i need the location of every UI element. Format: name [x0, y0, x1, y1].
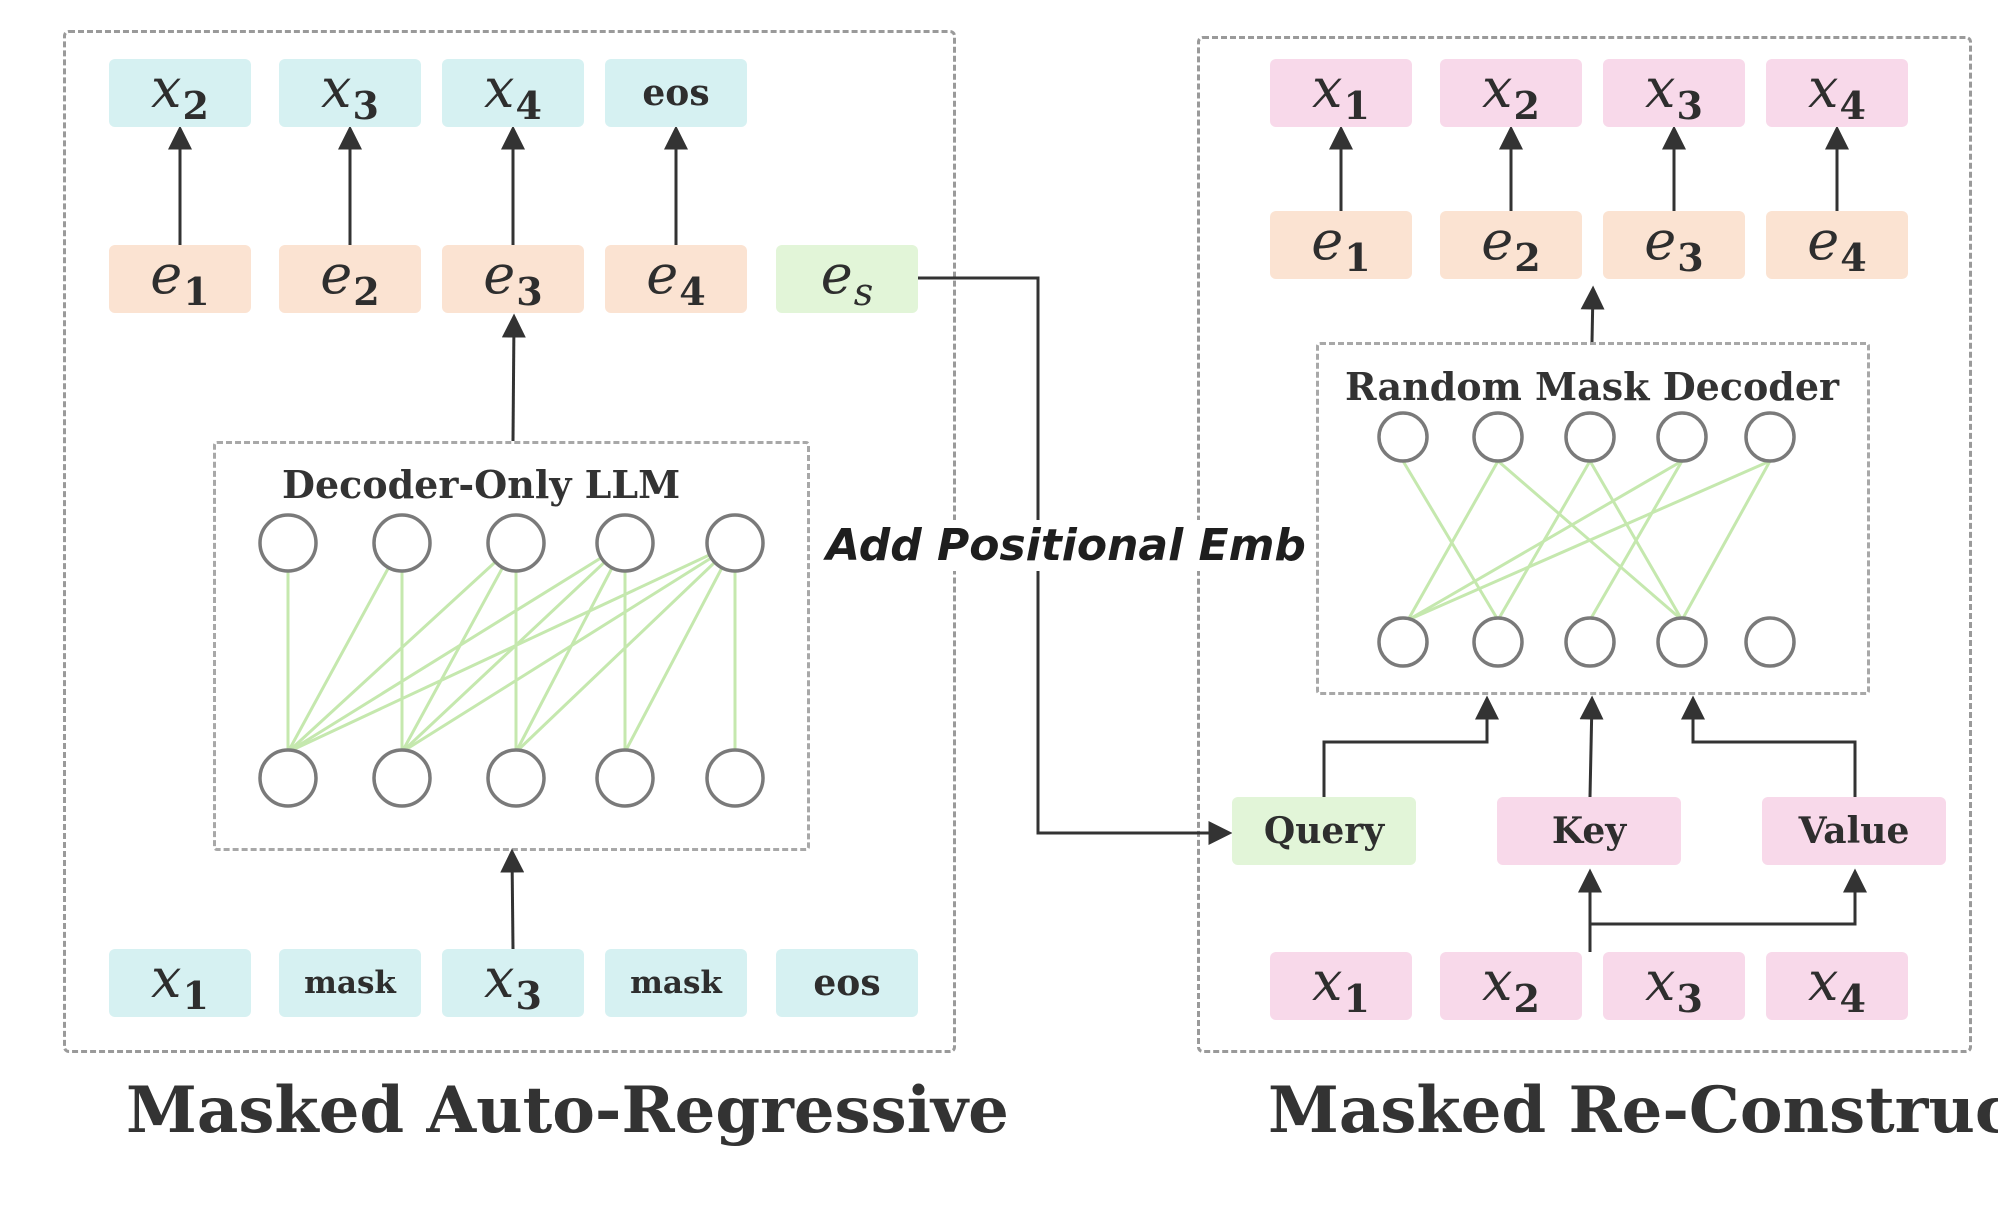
- right-embedding-token: e4: [1766, 211, 1908, 279]
- right-input-token: x4: [1766, 952, 1908, 1020]
- key-token: Key: [1497, 797, 1681, 865]
- right-embedding-token: e1: [1270, 211, 1412, 279]
- left-embedding-token: e1: [109, 245, 251, 313]
- left-embedding-token: e2: [279, 245, 421, 313]
- rmd-nodes: [1377, 411, 1796, 668]
- decoder-only-llm-title: Decoder-Only LLM: [282, 462, 681, 507]
- left-output-token: eos: [605, 59, 747, 127]
- right-embedding-token: e2: [1440, 211, 1582, 279]
- left-input-token: mask: [605, 949, 747, 1017]
- right-embedding-token: e3: [1603, 211, 1745, 279]
- special-embedding-token: es: [776, 245, 918, 313]
- right-input-token: x3: [1603, 952, 1745, 1020]
- random-mask-decoder-box: [1316, 342, 1870, 695]
- right-input-token: x1: [1270, 952, 1412, 1020]
- left-embedding-token: e4: [605, 245, 747, 313]
- left-output-token: x3: [279, 59, 421, 127]
- left-input-token: x3: [442, 949, 584, 1017]
- rmd-connection-lines: [1401, 459, 1772, 622]
- masked-auto-regressive-caption: Masked Auto-Regressive: [126, 1073, 1009, 1148]
- right-output-token: x4: [1766, 59, 1908, 127]
- right-input-token: x2: [1440, 952, 1582, 1020]
- query-token: Query: [1232, 797, 1416, 865]
- left-output-token: x2: [109, 59, 251, 127]
- add-positional-emb-label: Add Positional Emb: [820, 520, 1312, 571]
- right-output-token: x2: [1440, 59, 1582, 127]
- llm-nodes: [258, 513, 765, 808]
- left-output-token: x4: [442, 59, 584, 127]
- left-input-token: eos: [776, 949, 918, 1017]
- left-input-token: x1: [109, 949, 251, 1017]
- right-output-token: x1: [1270, 59, 1412, 127]
- llm-connection-lines: [286, 541, 737, 754]
- value-token: Value: [1762, 797, 1946, 865]
- right-output-token: x3: [1603, 59, 1745, 127]
- random-mask-decoder-title: Random Mask Decoder: [1345, 364, 1840, 409]
- masked-reconstruct-caption: Masked Re-Construct: [1268, 1073, 1998, 1148]
- left-embedding-token: e3: [442, 245, 584, 313]
- left-input-token: mask: [279, 949, 421, 1017]
